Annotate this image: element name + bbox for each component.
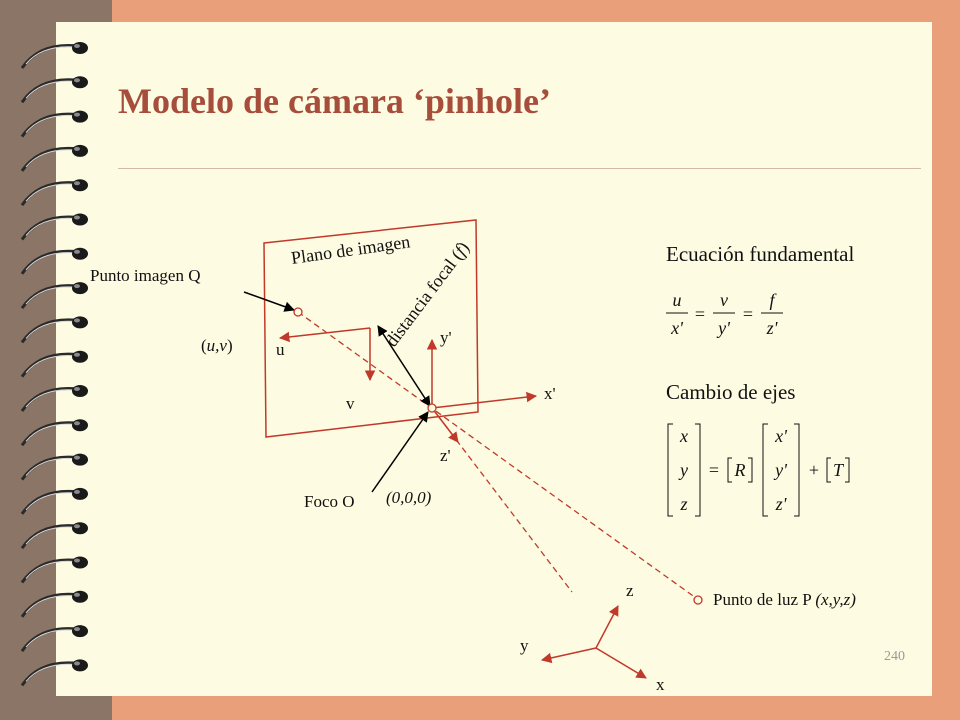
fundamental-equation-title: Ecuación fundamental xyxy=(666,242,855,266)
slide-title: Modelo de cámara ‘pinhole’ xyxy=(118,81,551,121)
axes-change-equation: x y z = R x' y' z' + T xyxy=(667,423,850,517)
binder-ring xyxy=(20,590,88,618)
svg-text:v: v xyxy=(720,290,728,310)
image-plane-label: Plano de imagen xyxy=(290,231,412,268)
axes-change-title: Cambio de ejes xyxy=(666,380,796,404)
page-number: 240 xyxy=(884,649,905,664)
fundamental-equation: u x' = v y' = f z' xyxy=(666,290,783,338)
svg-text:f: f xyxy=(769,290,777,310)
projection-ray xyxy=(297,311,697,599)
v-axis-label: v xyxy=(346,394,355,413)
svg-text:T: T xyxy=(833,460,845,480)
focus-pointer xyxy=(371,411,429,493)
svg-text:+: + xyxy=(809,460,819,480)
u-axis-label: u xyxy=(276,340,285,359)
binder-ring xyxy=(20,179,88,207)
svg-text:y': y' xyxy=(716,318,731,338)
focal-distance-arrow xyxy=(377,325,431,407)
image-plane xyxy=(263,219,479,438)
image-coords-label: (u,v) xyxy=(201,336,233,355)
binder-ring xyxy=(20,76,88,104)
svg-text:x: x xyxy=(679,426,688,446)
svg-text:z': z' xyxy=(766,318,779,338)
binder-ring xyxy=(20,282,88,309)
u-axis-arrow xyxy=(278,327,371,343)
image-point-pointer xyxy=(243,291,295,312)
world-point-marker xyxy=(693,595,703,605)
world-z-axis xyxy=(595,605,619,649)
binder-ring xyxy=(20,659,88,687)
binder-rings xyxy=(20,42,88,687)
svg-text:R: R xyxy=(734,460,746,480)
binder-ring xyxy=(20,487,88,515)
binder-ring xyxy=(20,213,88,241)
svg-text:z': z' xyxy=(775,494,788,514)
svg-text:z: z xyxy=(679,494,687,514)
focal-distance-label: distancia focal (f) xyxy=(381,238,474,351)
binder-ring xyxy=(20,110,88,138)
binder-ring xyxy=(20,419,88,447)
zp-axis-label: z' xyxy=(440,446,451,465)
xp-axis-arrow xyxy=(431,391,538,409)
binder-ring xyxy=(20,385,88,412)
focus-label: Foco O xyxy=(304,492,355,511)
yp-axis-label: y' xyxy=(440,328,452,347)
focus-marker xyxy=(427,403,437,413)
binder-ring xyxy=(20,247,88,275)
title-divider xyxy=(118,168,921,169)
binder-ring xyxy=(20,453,88,481)
svg-text:u: u xyxy=(673,290,682,310)
world-z-label: z xyxy=(626,581,634,600)
svg-text:=: = xyxy=(695,304,705,324)
binder-ring xyxy=(20,42,88,69)
world-y-axis xyxy=(540,647,597,664)
svg-text:=: = xyxy=(709,460,719,480)
slide-page xyxy=(56,22,932,696)
binder-ring xyxy=(20,556,88,584)
image-point-label: Punto imagen Q xyxy=(90,266,201,285)
optical-axis-ray xyxy=(431,407,573,593)
binder-ring xyxy=(20,316,88,344)
svg-text:=: = xyxy=(743,304,753,324)
binder-ring xyxy=(20,522,88,550)
world-y-label: y xyxy=(520,636,529,655)
binder-ring xyxy=(20,625,88,652)
world-x-label: x xyxy=(656,675,665,694)
svg-text:x': x' xyxy=(774,426,788,446)
focus-coords: (0,0,0) xyxy=(386,488,432,507)
zp-axis-arrow xyxy=(431,407,459,443)
world-x-axis xyxy=(595,647,647,679)
world-point-label: Punto de luz P (x,y,z) xyxy=(713,590,856,609)
image-point-marker xyxy=(293,307,303,317)
svg-text:y': y' xyxy=(773,460,788,480)
svg-text:x': x' xyxy=(670,318,684,338)
binder-ring xyxy=(20,350,88,378)
svg-text:y: y xyxy=(678,460,688,480)
binder-ring xyxy=(20,144,88,172)
xp-axis-label: x' xyxy=(544,384,556,403)
